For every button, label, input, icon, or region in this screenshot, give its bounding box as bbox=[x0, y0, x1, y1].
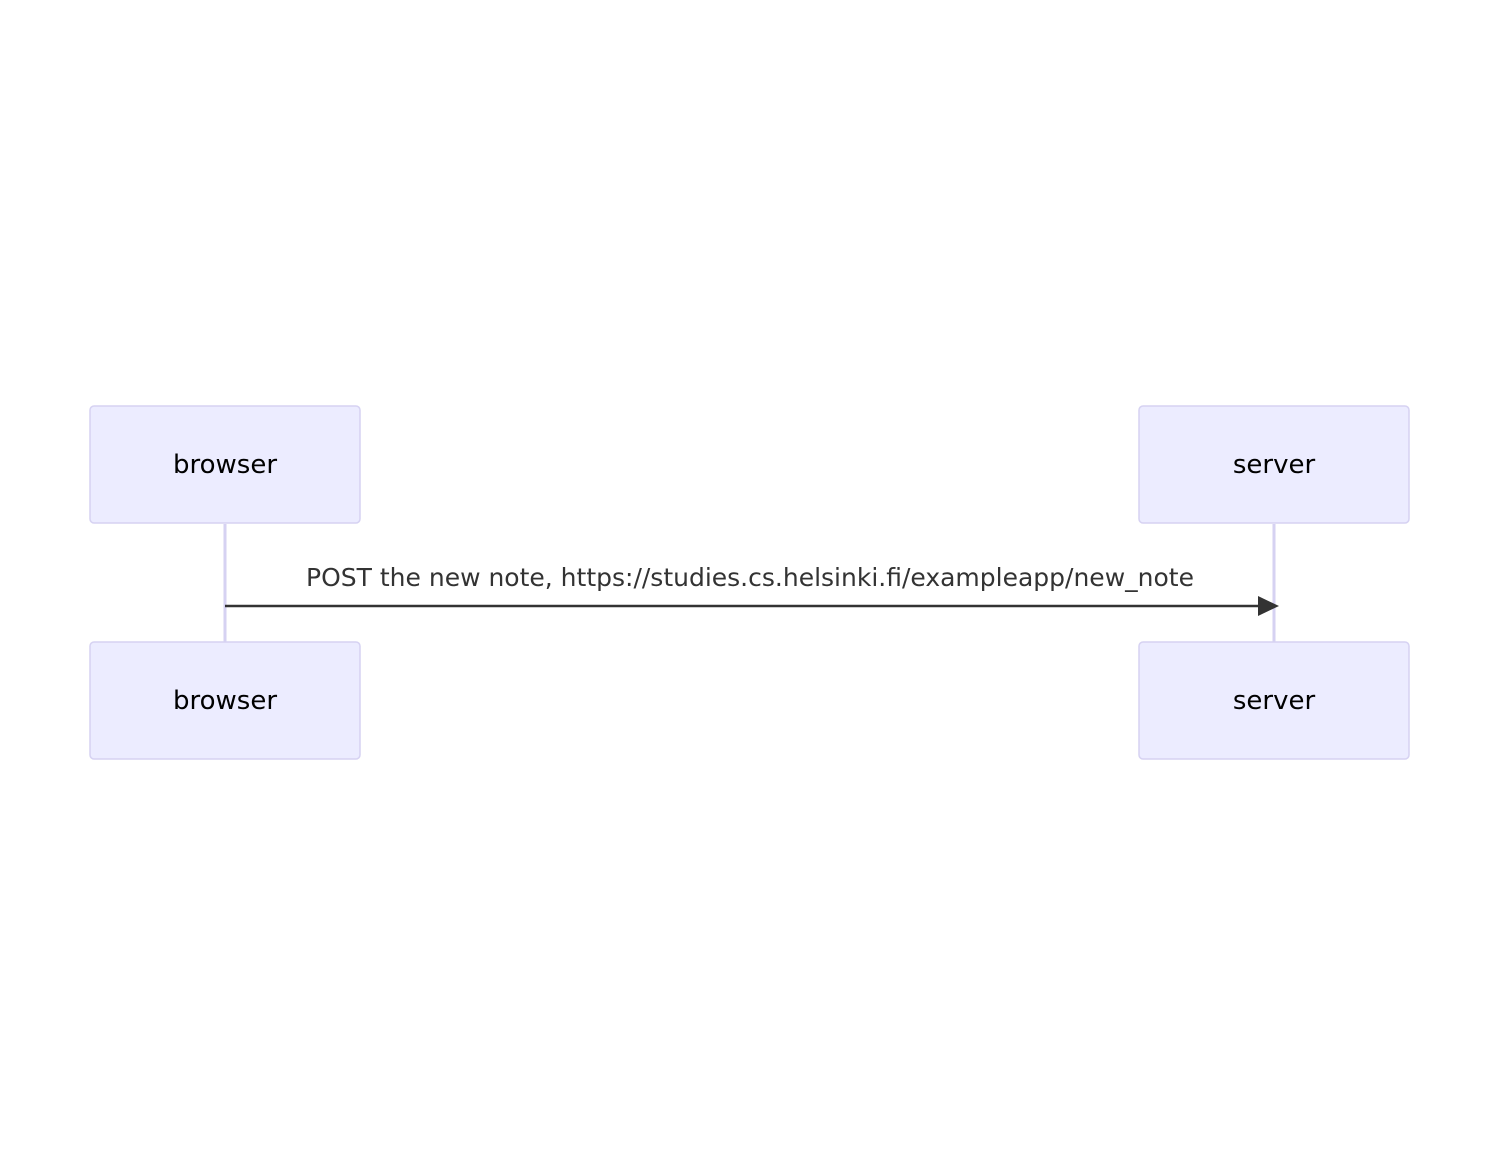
actor-browser-bottom: browser bbox=[89, 641, 361, 760]
actor-label: server bbox=[1233, 450, 1316, 480]
actor-label: server bbox=[1233, 686, 1316, 716]
actor-browser-top: browser bbox=[89, 405, 361, 524]
actor-label: browser bbox=[173, 686, 277, 716]
arrowhead-icon bbox=[1258, 596, 1279, 616]
message-label: POST the new note, https://studies.cs.he… bbox=[306, 563, 1194, 592]
actor-server-top: server bbox=[1138, 405, 1410, 524]
actor-server-bottom: server bbox=[1138, 641, 1410, 760]
message-post-new-note: POST the new note, https://studies.cs.he… bbox=[225, 563, 1279, 616]
actor-label: browser bbox=[173, 450, 277, 480]
